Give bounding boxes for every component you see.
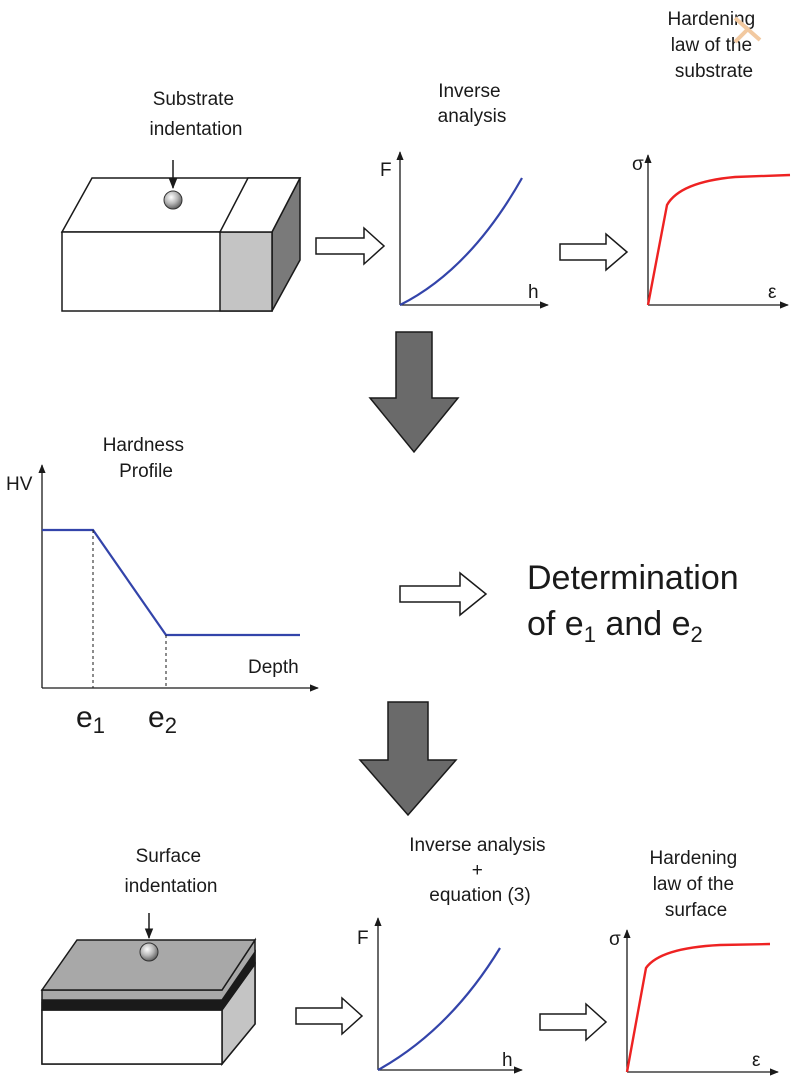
inverse-analysis-equation-label: Inverse analysis + equation (3): [409, 835, 551, 906]
e1-label: e1: [76, 701, 105, 738]
substrate-block: [60, 177, 302, 312]
fh-plot-top: F h: [380, 151, 549, 309]
determination-line2: of e1 and e2: [527, 605, 703, 647]
right-arrow-5: [539, 1002, 608, 1042]
stress-strain-plot-bottom: σ ε: [609, 929, 779, 1076]
axis-h-bottom: h: [502, 1050, 513, 1071]
fh-curve-top: [399, 177, 523, 306]
axis-h-top: h: [528, 282, 539, 303]
right-arrow-3: [399, 571, 488, 617]
axis-depth: Depth: [248, 657, 299, 678]
right-arrow-4: [295, 996, 364, 1036]
axis-eps-top: ε: [768, 282, 777, 303]
stress-strain-curve-bottom: [625, 942, 771, 1073]
axis-sigma-top: σ: [632, 154, 644, 175]
right-arrow-2: [559, 232, 629, 272]
axis-f-top: F: [380, 160, 392, 181]
hardness-profile-plot: HV Depth e1 e2: [6, 464, 319, 738]
axis-f-bottom: F: [357, 928, 369, 949]
fh-plot-bottom: F h: [357, 917, 523, 1074]
stress-strain-curve-top: [646, 173, 791, 306]
indenter-ball-icon-bottom: [139, 942, 159, 962]
hardening-substrate-label: Hardening law of the substrate: [668, 9, 761, 82]
corner-mark-icon: [733, 16, 762, 44]
axis-hv: HV: [6, 474, 33, 495]
indenter-ball-icon: [163, 190, 183, 210]
determination-line1: Determination: [527, 559, 739, 597]
hardening-surface-label: Hardening law of the surface: [650, 848, 743, 921]
axis-sigma-bottom: σ: [609, 929, 621, 950]
e2-label: e2: [148, 701, 177, 738]
axis-eps-bottom: ε: [752, 1050, 761, 1071]
substrate-indentation-label: Substrate indentation: [150, 89, 243, 140]
big-down-arrow-2: [358, 701, 458, 817]
inverse-analysis-label: Inverse analysis: [438, 81, 507, 127]
hardness-profile-curve: [42, 528, 300, 637]
right-arrow-1: [315, 226, 386, 266]
stress-strain-plot-top: σ ε: [632, 154, 791, 309]
surface-block: [40, 937, 257, 1067]
hardness-profile-label: Hardness Profile: [103, 435, 190, 482]
big-down-arrow-1: [368, 331, 460, 454]
surface-indentation-label: Surface indentation: [125, 846, 218, 897]
fh-curve-bottom: [377, 947, 501, 1071]
